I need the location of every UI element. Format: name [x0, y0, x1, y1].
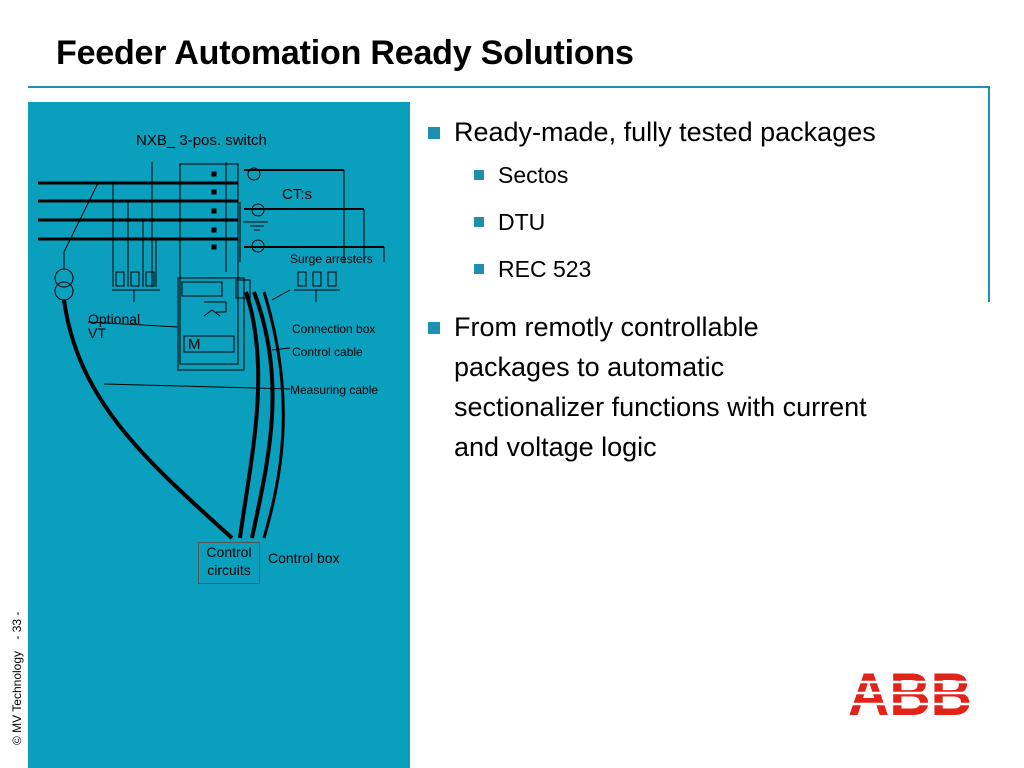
sub-bullet-text: DTU [498, 209, 546, 235]
page-number: - 33 - [10, 611, 24, 640]
sub-bullet-sectos: Sectos [418, 152, 998, 199]
surge-arresters-label: Surge arresters [290, 252, 373, 266]
control-circuits-line-2: circuits [207, 562, 251, 578]
sub-bullet-text: Sectos [498, 162, 569, 188]
sub-bullet-square-icon [474, 217, 484, 227]
svg-text:ABB: ABB [848, 669, 972, 717]
abb-logo: ABB [848, 661, 972, 728]
bullet-square-icon [428, 322, 440, 334]
bullet-list: Ready-made, fully tested packages Sectos… [418, 112, 998, 467]
sub-bullet-rec523: REC 523 [418, 246, 998, 293]
feeder-diagram-svg [38, 162, 385, 540]
optional-vt-line-2: VT [88, 325, 106, 341]
abb-logo-svg: ABB [848, 661, 972, 728]
sub-bullet-square-icon [474, 264, 484, 274]
bullet-2-line: and voltage logic [454, 432, 657, 462]
bullet-1-text: Ready-made, fully tested packages [454, 117, 876, 147]
copyright-text: © MV Technology [10, 650, 24, 745]
measuring-cable-label: Measuring cable [290, 383, 379, 397]
bullet-1: Ready-made, fully tested packages [418, 112, 998, 152]
control-box-label: Control box [268, 550, 340, 566]
switch-label: NXB_ 3-pos. switch [136, 132, 267, 149]
bullet-2-line: packages to automatic [454, 352, 725, 382]
header-rule [28, 86, 990, 88]
bullet-2-line: From remotly controllable [454, 312, 759, 342]
sub-bullet-text: REC 523 [498, 256, 592, 282]
footer-vertical: © MV Technology - 33 - [10, 612, 24, 745]
bullet-square-icon [428, 127, 440, 139]
header-rule-right [988, 86, 990, 302]
control-cable-label: Control cable [292, 345, 363, 359]
slide-title: Feeder Automation Ready Solutions [56, 34, 634, 72]
feeder-diagram: NXB_ 3-pos. switch CT:s Surge arresters … [28, 102, 410, 768]
sub-bullet-square-icon [474, 170, 484, 180]
bullet-2: From remotly controllable packages to au… [418, 307, 998, 467]
sub-bullet-dtu: DTU [418, 199, 998, 246]
connection-box-label: Connection box [292, 322, 376, 336]
control-circuits-line-1: Control [206, 544, 252, 560]
optional-vt-label: Optional VT [88, 312, 140, 340]
control-circuits-box: Control circuits [198, 542, 260, 584]
optional-vt-line-1: Optional [88, 311, 141, 327]
ct-label: CT:s [282, 186, 312, 203]
motor-label: M [188, 336, 201, 353]
bullet-2-line: sectionalizer functions with current [454, 392, 867, 422]
